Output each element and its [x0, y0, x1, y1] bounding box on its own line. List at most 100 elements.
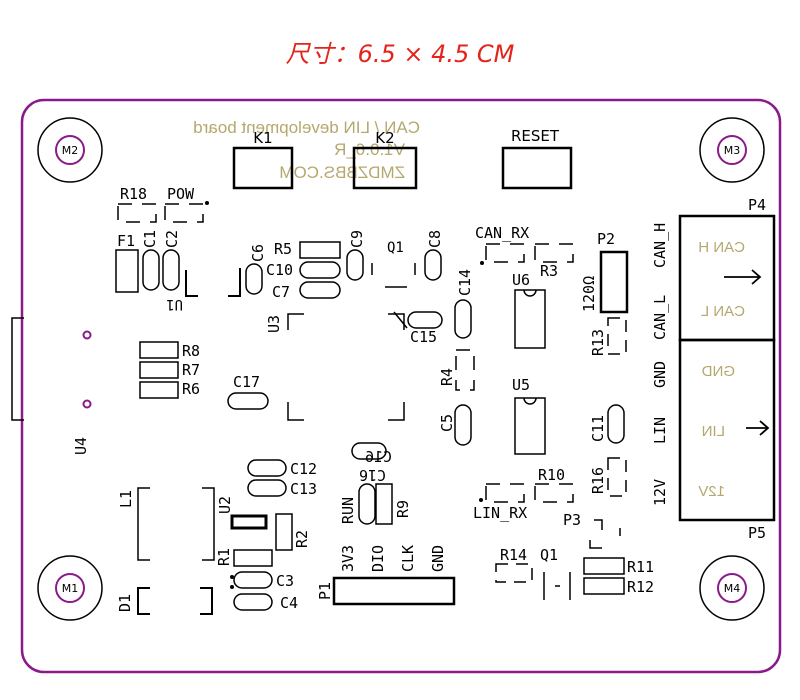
- c3-label: C3: [276, 572, 294, 590]
- l1-bracket-left: [137, 487, 150, 561]
- r12-label: R12: [627, 578, 654, 596]
- u2-footprint: [230, 514, 268, 530]
- c10-footprint: [299, 261, 341, 279]
- l1-label: L1: [117, 490, 135, 508]
- c9-label: C9: [348, 230, 366, 248]
- can-h-label: CAN_H: [651, 223, 669, 268]
- r6-footprint: [139, 381, 179, 399]
- mounting-hole-label: M4: [724, 582, 741, 595]
- u3-corner-bl: [287, 402, 304, 421]
- r1-label: R1: [215, 548, 233, 566]
- p5-label: P5: [748, 524, 766, 542]
- mirror-can-l-label: CAN L: [701, 303, 745, 320]
- c16-label: C16: [359, 466, 386, 484]
- c7-footprint: [299, 281, 341, 299]
- r10-footprint: [534, 483, 574, 503]
- r5-label: R5: [274, 240, 292, 258]
- u6-label: U6: [512, 271, 530, 289]
- mirror-version: V1.0.6_R: [334, 140, 405, 159]
- c6-label: C6: [249, 244, 267, 262]
- l1-bracket-right: [202, 487, 215, 561]
- run-footprint: [358, 483, 376, 525]
- button-k1: K1: [232, 129, 294, 190]
- mirror-lin-label: LIN: [702, 423, 725, 440]
- r14-footprint: [495, 563, 533, 583]
- r13-label: R13: [589, 329, 607, 356]
- c6-footprint: [245, 263, 263, 295]
- p3-corner-top: [594, 519, 603, 530]
- r14-label: R14: [500, 546, 527, 564]
- q1-label: Q1: [540, 546, 558, 564]
- r9-label: R9: [394, 500, 412, 518]
- c11-footprint: [607, 404, 625, 444]
- mounting-hole-m2: M2: [37, 117, 103, 183]
- c8-footprint: [424, 249, 442, 281]
- lin-rx-led-footprint: [485, 483, 525, 503]
- r11-footprint: [583, 557, 625, 575]
- r7-footprint: [139, 361, 179, 379]
- r8-label: R8: [182, 342, 200, 360]
- mounting-hole-m1: M1: [37, 555, 103, 621]
- arrow-right-icon: [751, 269, 762, 285]
- u3-corner-br: [388, 402, 405, 421]
- board-size-title: 尺寸：6.5 × 4.5 CM: [285, 40, 515, 68]
- usb-hole-top: [82, 330, 92, 340]
- r3-label: R3: [540, 262, 558, 280]
- r4-label: R4: [438, 368, 456, 386]
- d1-label: D1: [116, 594, 134, 612]
- c4-footprint: [233, 593, 273, 611]
- c3-dot: [230, 585, 234, 589]
- arrow-right-icon: [759, 420, 770, 436]
- p4-label: P4: [748, 196, 766, 214]
- pow-led-footprint: [164, 203, 204, 223]
- d1-bracket-left: [137, 587, 150, 615]
- p1-pin-3v3: 3V3: [339, 545, 357, 572]
- r16-footprint: [607, 457, 627, 497]
- k2-label: K2: [375, 129, 394, 147]
- u6-footprint: [514, 289, 546, 349]
- r8-footprint: [139, 341, 179, 359]
- c13-label: C13: [290, 480, 317, 498]
- p1-pin-clk: CLK: [399, 545, 417, 572]
- c2-label: C2: [163, 230, 181, 248]
- p2-footprint: [599, 250, 629, 314]
- r9-footprint: [375, 483, 393, 525]
- gnd-label: GND: [651, 361, 669, 388]
- lin-rx-dot: [479, 498, 483, 502]
- c9-footprint: [346, 249, 364, 281]
- crystal-label: Q1: [387, 240, 404, 256]
- u2-label: U2: [216, 496, 234, 514]
- u1-corner-right: [228, 268, 241, 297]
- can-rx-led-footprint: [485, 243, 525, 263]
- u6-notch: [523, 289, 537, 297]
- c7-label: C7: [272, 283, 290, 301]
- k1-label: K1: [253, 129, 272, 147]
- mirror-board-name: CAN / LIN development board: [193, 118, 420, 137]
- c14-label: C14: [456, 269, 474, 296]
- button-k2: K2: [352, 129, 418, 190]
- lin-label: LIN: [651, 417, 669, 444]
- mounting-hole-label: M2: [62, 144, 79, 157]
- usb-edge-bracket: [11, 317, 24, 421]
- c15-label: C15: [410, 328, 437, 346]
- mirror-can-h-label: CAN H: [698, 239, 745, 256]
- r18-label: R18: [120, 185, 147, 203]
- r13-footprint: [607, 317, 627, 355]
- u1-corner: [185, 270, 198, 297]
- c17-footprint: [227, 392, 269, 410]
- reset-label: RESET: [511, 127, 560, 145]
- c8-label: C8: [426, 230, 444, 248]
- c5-footprint: [454, 404, 472, 446]
- r18-footprint: [117, 203, 157, 223]
- r10-label: R10: [538, 466, 565, 484]
- u4-label: U4: [72, 437, 90, 455]
- u5-notch: [523, 397, 537, 405]
- r12-footprint: [583, 577, 625, 595]
- f1-footprint: [115, 249, 139, 293]
- c10-label: C10: [266, 261, 293, 279]
- p1-pin-dio: DIO: [369, 545, 387, 572]
- lin-rx-label: LIN_RX: [473, 504, 527, 522]
- p1-header: [332, 576, 456, 606]
- c14-footprint: [454, 299, 472, 339]
